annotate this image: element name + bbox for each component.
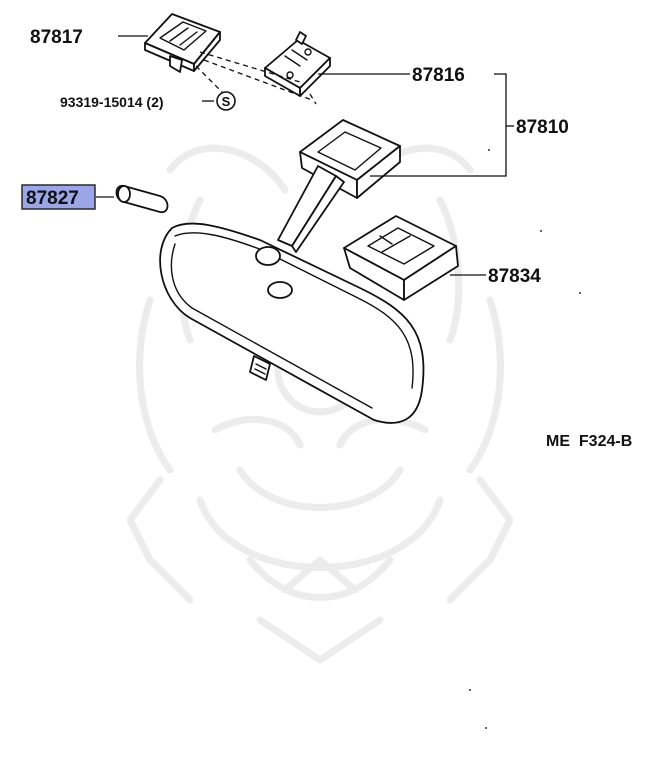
rear-view-mirror-body[interactable]	[159, 222, 425, 424]
label-93319-15014[interactable]: 93319-15014 (2)	[60, 94, 164, 110]
part-87827-bulb[interactable]	[115, 185, 169, 213]
diagram-code: ME F324-B	[546, 433, 632, 450]
label-87834[interactable]: 87834	[488, 266, 541, 287]
part-87816-plate[interactable]	[264, 31, 331, 97]
label-87817[interactable]: 87817	[30, 27, 83, 48]
label-87827[interactable]: 87827	[26, 188, 79, 209]
speck	[488, 149, 490, 151]
highlight-box-87827	[21, 184, 96, 210]
assembly-dash-line	[203, 59, 313, 101]
speck	[485, 727, 487, 729]
s-symbol-circle-icon	[216, 91, 236, 111]
speck	[469, 689, 471, 691]
speck	[540, 230, 542, 232]
label-87816[interactable]: 87816	[412, 65, 465, 86]
samurai-mask-watermark-icon	[126, 144, 514, 664]
part-87834-cover[interactable]	[343, 215, 459, 301]
part-87810-mirror-arm[interactable]	[277, 119, 401, 253]
assembly-dash-line	[309, 93, 317, 105]
label-87810[interactable]: 87810	[516, 117, 569, 138]
speck	[579, 292, 581, 294]
part-87817-bracket[interactable]	[144, 13, 221, 73]
s-symbol-text: S	[222, 94, 231, 109]
leader-bracket-87810	[370, 73, 507, 177]
assembly-dash-line	[195, 65, 223, 93]
